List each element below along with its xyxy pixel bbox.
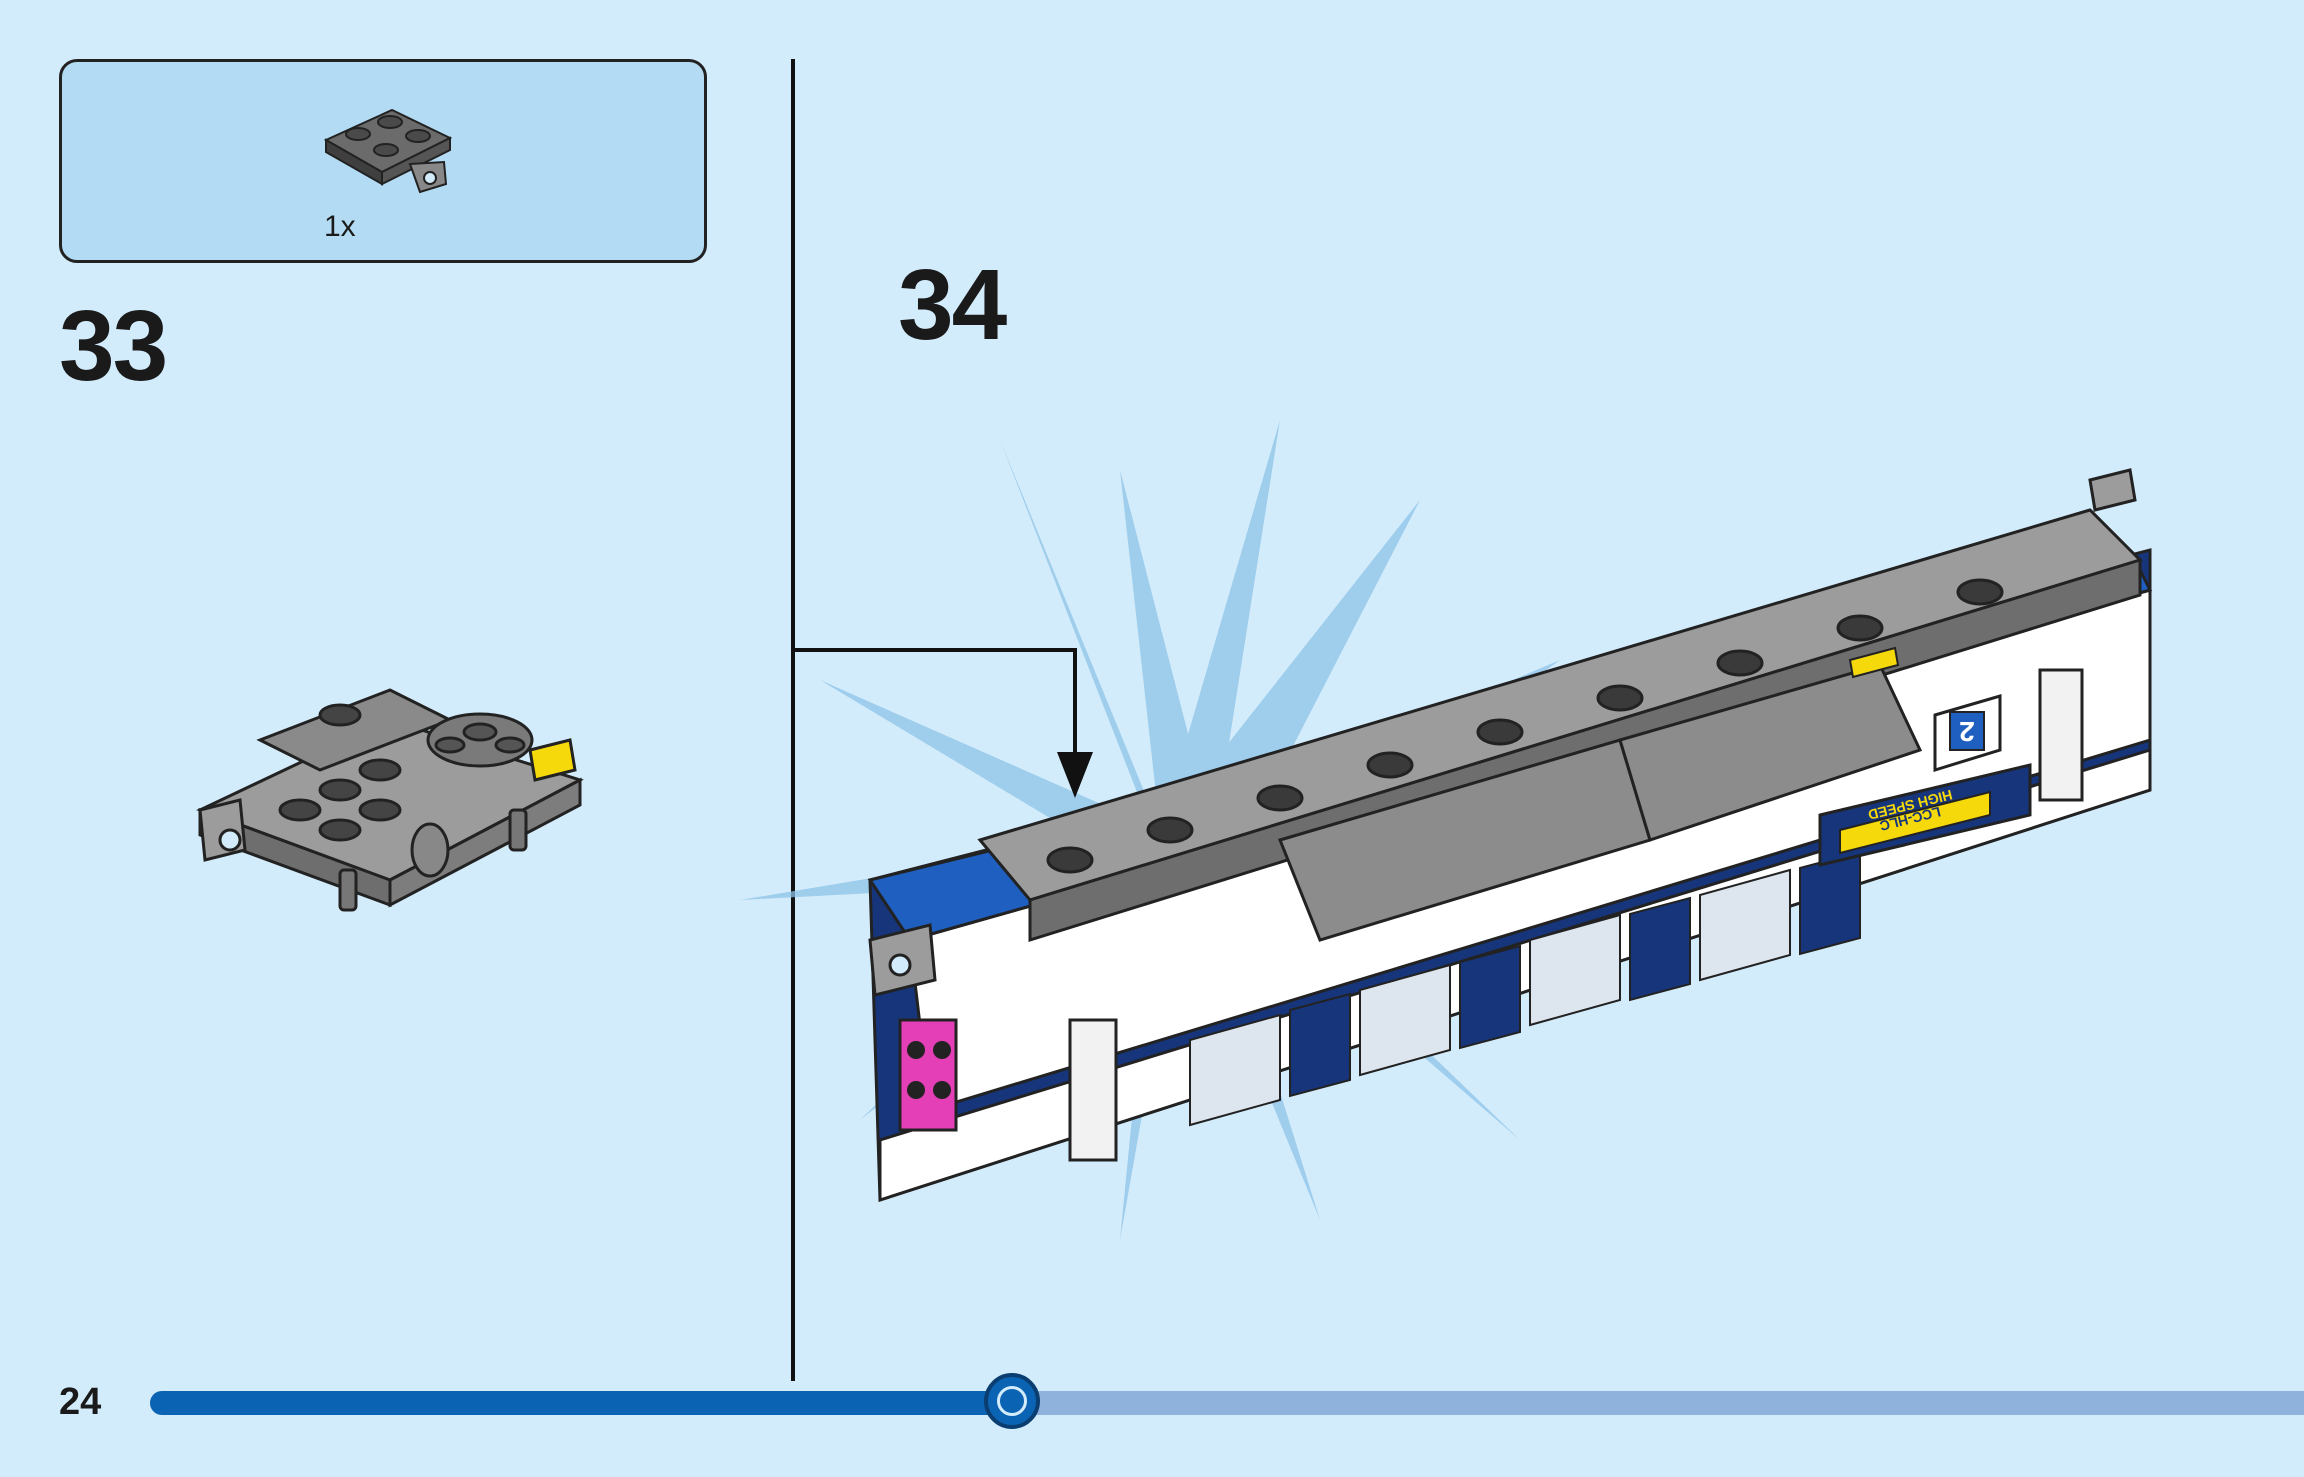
- car-number-text: 2: [1959, 716, 1975, 747]
- train-car-illustration: 2 LCC-HLC HIGH SPEED: [867, 468, 2153, 1203]
- step-number-33: 33: [59, 290, 168, 402]
- part-quantity: 1x: [324, 210, 356, 243]
- progress-knob: [984, 1373, 1040, 1429]
- plate-with-clip-part-icon: [323, 108, 453, 194]
- step-number-34: 34: [898, 249, 1007, 361]
- bogie-subassembly-illustration: [196, 688, 584, 912]
- assembly-arrow: [793, 648, 1093, 798]
- parts-callout: 1x: [59, 59, 707, 263]
- page-number: 24: [59, 1381, 102, 1423]
- step-divider: [791, 59, 795, 1381]
- progress-fill: [150, 1391, 1012, 1415]
